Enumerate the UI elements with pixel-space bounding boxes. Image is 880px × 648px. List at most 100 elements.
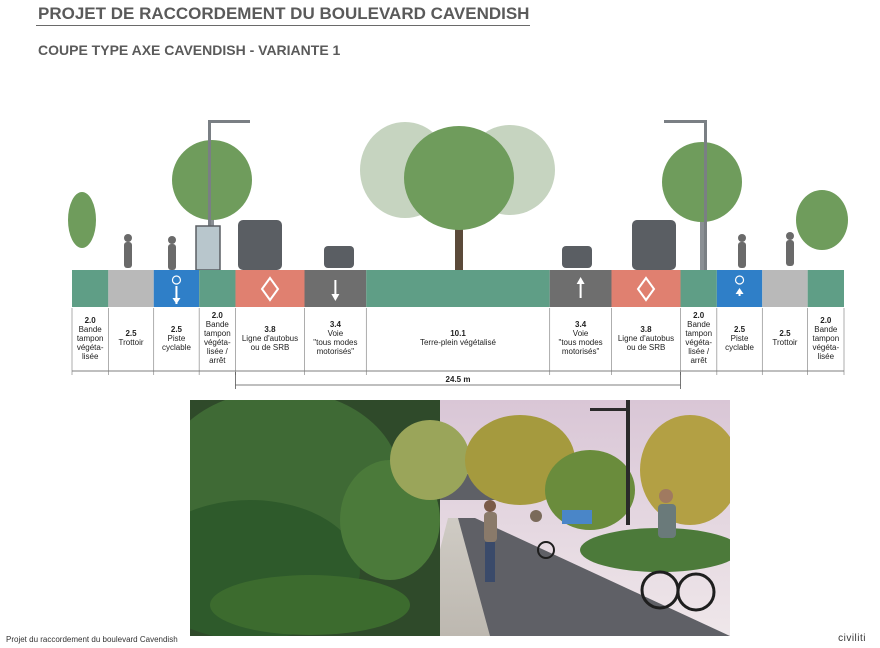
reserved-lane-diamond-icon xyxy=(260,276,280,302)
lane-terre-plein xyxy=(366,270,550,307)
page-subtitle: COUPE TYPE AXE CAVENDISH - VARIANTE 1 xyxy=(38,42,341,58)
tree-east xyxy=(662,142,742,222)
car-icon xyxy=(324,246,354,268)
lane-description: ou de SRB xyxy=(250,342,290,352)
lane-width-value: 3.8 xyxy=(640,324,652,334)
lane-description: végéta- xyxy=(685,338,713,347)
street-rendering-image xyxy=(190,400,730,636)
tree-edge-east xyxy=(796,190,848,250)
lane-description: "tous modes xyxy=(558,338,603,347)
tree-trunk xyxy=(455,210,463,272)
lane-width-value: 2.0 xyxy=(211,311,223,320)
lamp-arm-east xyxy=(664,120,706,123)
lane-description: ou de SRB xyxy=(626,342,666,352)
lane-description: Trottoir xyxy=(772,338,798,347)
car-icon xyxy=(562,246,592,268)
bus-icon xyxy=(632,220,676,270)
lane-description: Piste xyxy=(730,333,749,343)
pedestrian-icon xyxy=(786,240,794,266)
lane-description: motorisés" xyxy=(561,347,600,356)
direction-arrow-icon xyxy=(576,277,585,284)
lane-description: cyclable xyxy=(725,342,754,352)
tree-west xyxy=(172,140,252,220)
title-underline xyxy=(36,25,530,26)
lane-width-value: 3.8 xyxy=(264,324,276,334)
bus-shelter-icon xyxy=(195,225,221,271)
pedestrian-icon xyxy=(124,242,132,268)
lane-width-value: 2.5 xyxy=(125,329,137,338)
lane-trottoir-e xyxy=(762,270,808,307)
lane-description: tampon xyxy=(685,329,713,338)
lane-description: cyclable xyxy=(161,342,191,352)
cross-section-diagram: 24.5 m xyxy=(68,120,848,389)
page-title: PROJET DE RACCORDEMENT DU BOULEVARD CAVE… xyxy=(38,4,530,23)
lane-description: Voie xyxy=(327,329,344,338)
lane-description: végéta- xyxy=(812,342,840,352)
lane-width-value: 2.5 xyxy=(779,329,791,338)
footer-project-name: Projet du raccordement du boulevard Cave… xyxy=(6,635,178,644)
pedestrian-icon xyxy=(738,234,746,242)
lane-description: Ligne d'autobus xyxy=(617,333,675,343)
lane-description: Piste xyxy=(167,333,186,343)
lane-description: arrêt xyxy=(209,356,226,365)
lane-description: lisée / xyxy=(688,347,710,356)
lane-description: Ligne d'autobus xyxy=(241,333,299,343)
lane-tampon-w xyxy=(72,270,109,307)
lane-description: Terre-plein végétalisé xyxy=(419,338,497,347)
lane-width-value: 2.5 xyxy=(170,324,182,334)
lane-description: lisée / xyxy=(206,347,228,356)
tree-trunk xyxy=(700,190,704,272)
lane-width-value: 2.0 xyxy=(693,311,705,320)
lane-tampon-arret-e xyxy=(680,270,717,307)
lane-width-value: 2.5 xyxy=(733,324,746,334)
lamp-post-west xyxy=(208,120,211,270)
lane-description: Bande xyxy=(205,320,229,329)
lane-description: tampon xyxy=(76,333,104,343)
lane-description: Bande xyxy=(78,324,102,334)
direction-arrow-icon xyxy=(735,288,744,294)
bike-icon xyxy=(734,275,745,285)
lane-width-value: 3.4 xyxy=(575,320,587,329)
total-width-label: 24.5 m xyxy=(446,375,471,384)
lane-description: lisée xyxy=(817,351,835,361)
bus-icon xyxy=(238,220,282,270)
lane-description: motorisés" xyxy=(316,347,355,356)
lane-tampon-arret-w xyxy=(199,270,236,307)
pedestrian-icon xyxy=(786,232,794,240)
direction-arrow-icon xyxy=(331,294,340,301)
lamp-arm-west xyxy=(208,120,250,123)
pedestrian-icon xyxy=(124,234,132,242)
lane-description: Voie xyxy=(572,329,589,338)
lane-description: Bande xyxy=(687,320,711,329)
lane-description: tampon xyxy=(203,329,231,338)
lane-trottoir-w xyxy=(108,270,154,307)
direction-arrow-icon xyxy=(172,298,181,304)
lane-description: Trottoir xyxy=(118,338,144,347)
lane-description: Bande xyxy=(814,324,838,334)
lane-description: "tous modes xyxy=(313,338,358,347)
lane-description: végéta- xyxy=(203,338,231,347)
pedestrian-icon xyxy=(168,244,176,270)
bike-icon xyxy=(171,275,182,285)
lane-width-value: 3.4 xyxy=(329,320,341,329)
tree-central xyxy=(404,126,514,230)
pedestrian-icon xyxy=(738,242,746,268)
footer-brand: civiliti xyxy=(838,633,866,644)
tree-edge-west xyxy=(68,192,96,248)
lane-description: lisée xyxy=(81,351,99,361)
lane-description: arrêt xyxy=(690,356,707,365)
lamp-post-east xyxy=(704,120,707,270)
